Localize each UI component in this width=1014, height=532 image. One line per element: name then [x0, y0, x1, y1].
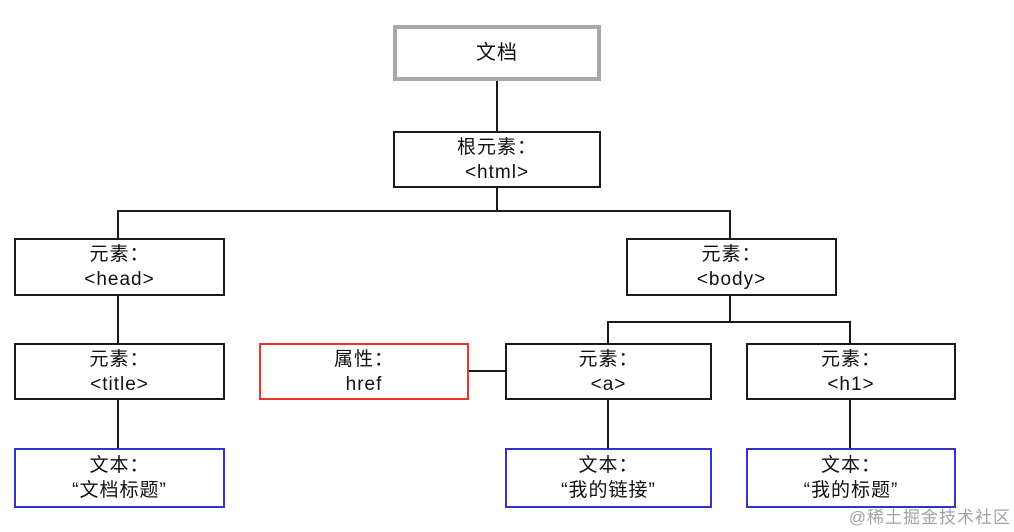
node-document-label: 文档: [476, 41, 518, 64]
node-element-body: 元素： <body>: [626, 238, 837, 296]
node-a-type-label: 元素：: [578, 348, 639, 370]
connector-title-to-text: [117, 400, 119, 448]
connector-to-a: [607, 321, 609, 343]
node-text-link-value-label: “我的链接”: [561, 480, 656, 501]
node-root-element-html: 根元素： <html>: [393, 131, 601, 188]
connector-h1-to-text: [849, 400, 851, 448]
node-html-type-label: 根元素：: [456, 136, 537, 158]
node-text-my-link: 文本： “我的链接”: [505, 448, 712, 508]
node-h1-tag-label: <h1>: [827, 373, 875, 395]
connector-html-down: [496, 188, 498, 212]
node-text-link-type-label: 文本：: [578, 455, 639, 476]
node-body-tag-label: <body>: [696, 269, 767, 290]
node-element-title: 元素： <title>: [14, 343, 225, 400]
node-head-tag-label: <head>: [84, 269, 155, 290]
node-document: 文档: [393, 25, 601, 81]
node-href-name-label: href: [345, 373, 383, 395]
node-element-head: 元素： <head>: [14, 238, 225, 296]
node-href-type-label: 属性：: [333, 348, 394, 370]
node-title-tag-label: <title>: [90, 373, 149, 395]
node-text-title-type-label: 文本：: [89, 455, 150, 476]
connector-href-to-a: [469, 370, 505, 372]
connector-to-head: [117, 210, 119, 238]
node-h1-type-label: 元素：: [820, 348, 881, 370]
connector-body-down: [729, 296, 731, 323]
connector-html-children-bar: [117, 210, 731, 212]
connector-head-to-title: [117, 296, 119, 343]
node-text-heading-value-label: “我的标题”: [803, 480, 899, 501]
connector-to-body: [729, 210, 731, 238]
node-text-document-title: 文本： “文档标题”: [14, 448, 225, 508]
node-title-type-label: 元素：: [89, 348, 150, 370]
node-body-type-label: 元素：: [701, 244, 762, 265]
node-text-my-heading: 文本： “我的标题”: [746, 448, 956, 508]
node-text-title-value-label: “文档标题”: [72, 480, 167, 501]
connector-body-children-bar: [607, 321, 851, 323]
watermark-text: @稀土掘金技术社区: [848, 508, 1011, 527]
connector-document-to-html: [496, 81, 498, 131]
node-element-h1: 元素： <h1>: [746, 343, 956, 400]
node-text-heading-type-label: 文本：: [820, 455, 881, 476]
connector-a-to-text: [607, 400, 609, 448]
node-head-type-label: 元素：: [89, 244, 150, 265]
node-element-a: 元素： <a>: [505, 343, 712, 400]
node-a-tag-label: <a>: [590, 373, 627, 395]
node-attribute-href: 属性： href: [259, 343, 469, 400]
node-html-tag-label: <html>: [464, 161, 530, 183]
connector-to-h1: [849, 321, 851, 343]
